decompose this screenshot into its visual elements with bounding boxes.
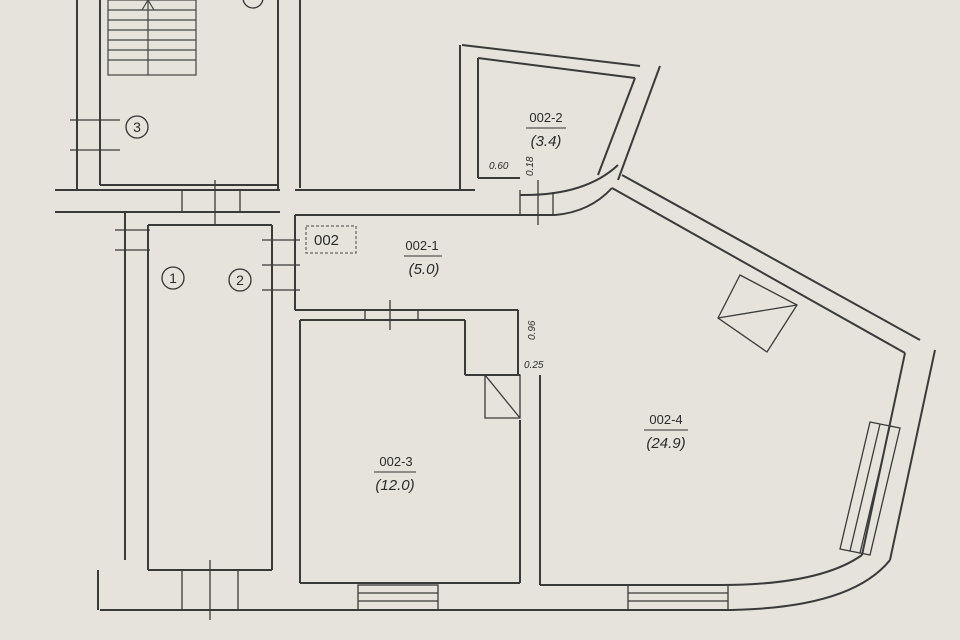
marker-3-label: 3 <box>133 119 141 135</box>
room-002-2-area: (3.4) <box>531 133 562 150</box>
room-002-1-id: 002-1 <box>405 238 438 253</box>
marker-1-label: 1 <box>169 270 177 286</box>
dimension-018: 0.18 <box>525 156 536 176</box>
marker-2-label: 2 <box>236 272 244 288</box>
room-002-1-area: (5.0) <box>409 261 440 278</box>
marker-3: 3 <box>125 115 149 139</box>
marker-2: 2 <box>228 268 252 292</box>
shafts <box>484 274 798 419</box>
plan-code-box <box>305 225 357 254</box>
dimension-025: 0.25 <box>524 360 544 371</box>
dimension-060: 0.60 <box>489 161 509 172</box>
windows <box>357 421 901 611</box>
room-002-3-id: 002-3 <box>379 454 412 469</box>
room-002-2-id: 002-2 <box>529 110 562 125</box>
marker-1: 1 <box>161 266 185 290</box>
room-002-3-area: (12.0) <box>375 477 414 494</box>
dimension-096: 0.96 <box>527 320 538 340</box>
plan-code: 002 <box>314 232 339 249</box>
door-openings <box>70 119 554 620</box>
walls <box>55 0 936 611</box>
staircase <box>107 0 264 76</box>
room-002-4-area: (24.9) <box>646 435 685 452</box>
room-002-4-id: 002-4 <box>649 412 682 427</box>
